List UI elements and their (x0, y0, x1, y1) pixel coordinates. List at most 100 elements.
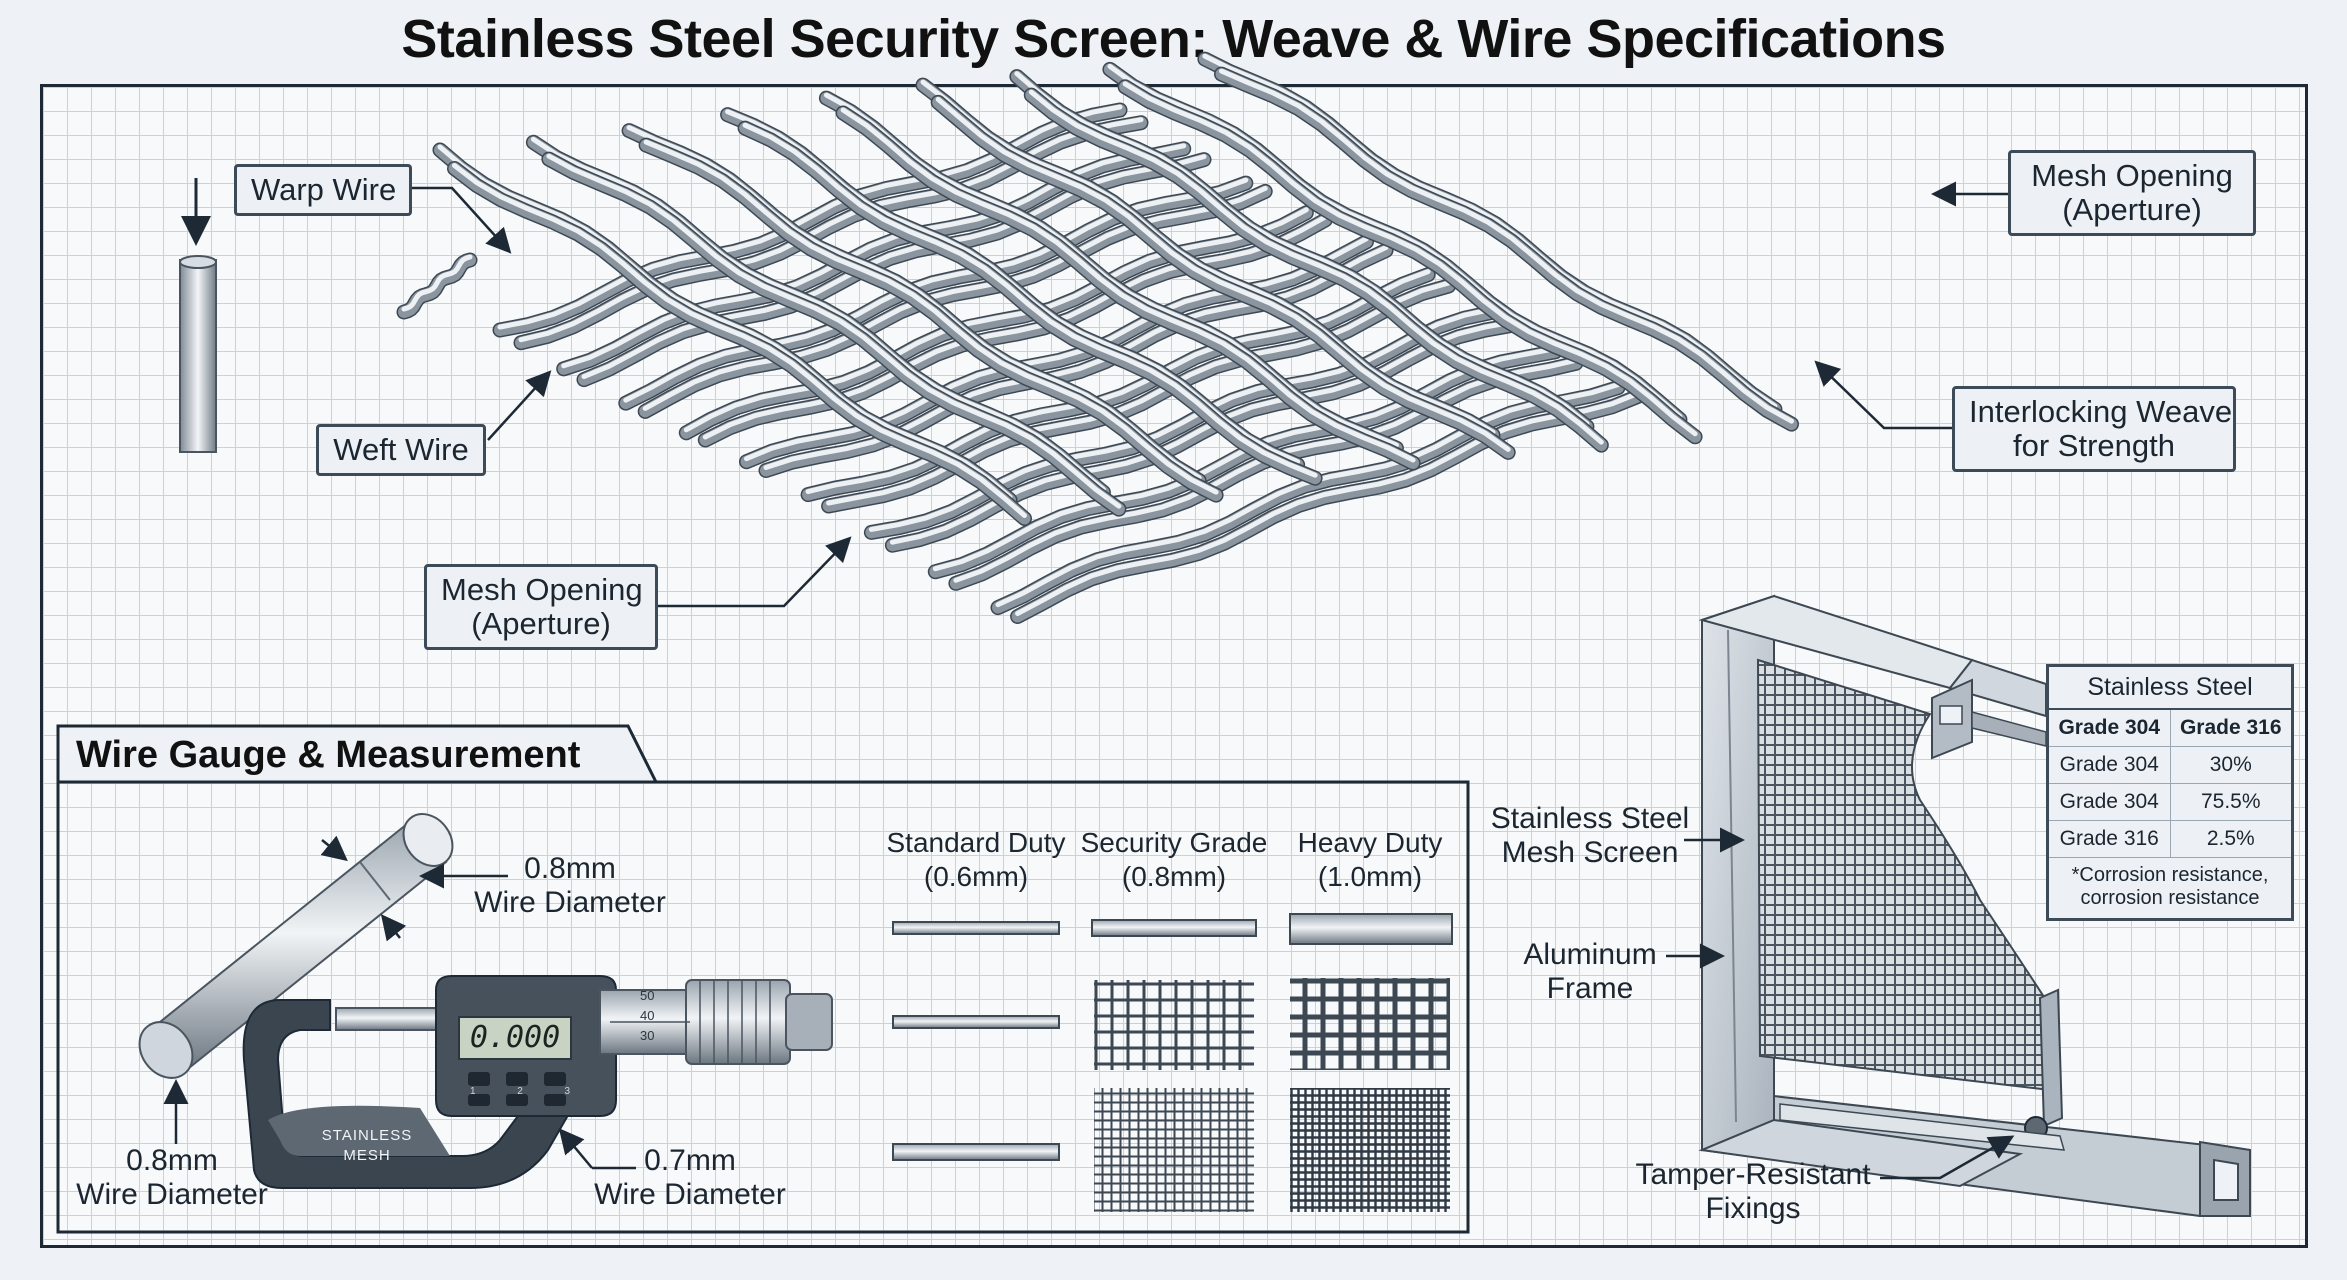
woven-mesh-illustration (396, 51, 1799, 624)
weft-wire (1122, 81, 1698, 437)
duty-column-standard: Standard Duty (0.6mm) (876, 826, 1076, 894)
micrometer-scale-40: 40 (640, 1008, 655, 1023)
interlocking-line2: for Strength (2013, 428, 2175, 463)
tip-diameter-label: 0.8mm Wire Diameter (72, 1144, 272, 1212)
warp-wire (515, 116, 1147, 349)
table-cell: 30% (2169, 747, 2292, 783)
rod-diameter-label: 0.8mm Wire Diameter (470, 852, 670, 920)
mesh-opening-top-line1: Mesh Opening (2031, 158, 2233, 193)
micrometer-scale-50: 50 (640, 988, 655, 1003)
warp-wire (886, 319, 1519, 552)
mesh-opening-left-line2: (Aperture) (471, 606, 611, 641)
mesh-opening-top-callout: Mesh Opening (Aperture) (2008, 150, 2256, 236)
tip-diameter-value: 0.8mm (126, 1144, 218, 1177)
warp-wire (826, 280, 1452, 506)
warp-wire (518, 117, 1144, 343)
weft-wire (530, 136, 1106, 492)
warp-wire (744, 236, 1369, 462)
gauge-section-frame (56, 724, 1470, 1234)
security-grade-samples (1091, 919, 1257, 1212)
warp-wire (868, 306, 1494, 532)
mesh-opening-left-callout: Mesh Opening (Aperture) (424, 564, 658, 650)
standard-duty-size: (0.6mm) (923, 861, 1029, 892)
warp-wire (889, 319, 1515, 545)
wire-rod-illustration (138, 813, 508, 1144)
aluminum-frame-line1: Aluminum (1523, 938, 1657, 971)
warp-wire (760, 244, 1392, 477)
micrometer-button-1: 1 (470, 1086, 476, 1097)
security-grade-name: Security Grade (1080, 827, 1268, 858)
warp-wire (639, 185, 1272, 418)
micrometer-diameter-value: 0.7mm (644, 1144, 736, 1177)
weft-wire (1119, 80, 1702, 443)
duty-samples (892, 913, 1453, 1212)
tip-diameter-caption: Wire Diameter (76, 1178, 268, 1211)
micrometer-button-labels: 1 2 3 (470, 1086, 570, 1097)
warp-wire (494, 104, 1126, 336)
micrometer-button-2: 2 (517, 1086, 523, 1097)
tamper-fixings-label: Tamper-Resistant Fixings (1628, 1158, 1878, 1226)
sample-rod-icon (179, 178, 217, 453)
warp-wire (680, 206, 1313, 439)
weft-wire-callout: Weft Wire (316, 424, 486, 476)
mesh-screen-label: Stainless Steel Mesh Screen (1484, 802, 1696, 870)
frayed-wire-end (401, 254, 473, 312)
interlocking-line1: Interlocking Weave (1969, 394, 2233, 429)
micrometer-display: 0.000 (458, 1016, 572, 1060)
table-row: Grade 304 75.5% (2049, 784, 2291, 821)
micrometer-illustration (242, 975, 833, 1189)
weft-wire (932, 96, 1515, 459)
warp-wire (805, 269, 1431, 495)
heavy-duty-size: (1.0mm) (1317, 861, 1423, 892)
warp-wire (1011, 390, 1644, 623)
weft-wire (452, 163, 1027, 518)
warp-wire (642, 185, 1268, 411)
warp-wire (699, 214, 1332, 446)
weave-leaders (412, 181, 2008, 608)
table-title: Stainless Steel (2049, 667, 2291, 710)
warp-wire (763, 245, 1389, 470)
heavy-duty-samples (1289, 913, 1453, 1212)
table-header-cell: Grade 304 (2058, 716, 2161, 739)
weft-wire (643, 139, 1219, 495)
warp-wire (683, 207, 1309, 433)
warp-wire (865, 306, 1498, 539)
warp-wire (822, 280, 1455, 512)
mesh-opening-left-line1: Mesh Opening (441, 572, 643, 607)
weft-wire (742, 122, 1318, 478)
micrometer-diameter-label: 0.7mm Wire Diameter (590, 1144, 790, 1212)
weft-wire (448, 162, 1031, 525)
warp-wire (623, 177, 1249, 403)
standard-duty-name: Standard Duty (886, 827, 1066, 858)
weft-wire (437, 144, 1013, 500)
interlocking-weave-callout: Interlocking Weave for Strength (1952, 386, 2236, 472)
warp-wire (995, 382, 1621, 608)
standard-duty-samples (892, 921, 1060, 1161)
tamper-fixings-line1: Tamper-Resistant (1635, 1158, 1871, 1191)
weft-wire (920, 79, 1496, 435)
table-note-line2: corrosion resistance (2080, 887, 2260, 909)
micrometer-button-3: 3 (564, 1086, 570, 1097)
warp-wire (497, 104, 1123, 330)
rod-diameter-value: 0.8mm (524, 852, 616, 885)
table-cell: Grade 304 (2059, 753, 2159, 776)
warp-wire (802, 268, 1435, 501)
mesh-screen-line1: Stainless Steel (1490, 802, 1690, 835)
security-grade-size: (0.8mm) (1121, 861, 1227, 892)
warp-wire (619, 177, 1252, 410)
table-cell: 2.5% (2169, 821, 2292, 857)
mesh-opening-top-line2: (Aperture) (2062, 192, 2202, 227)
table-row: Grade 316 2.5% (2049, 821, 2291, 858)
mesh-screen-line2: Mesh Screen (1501, 836, 1679, 869)
table-header-cell: Grade 316 (2169, 710, 2292, 746)
micrometer-diameter-caption: Wire Diameter (594, 1178, 786, 1211)
warp-wire (1015, 391, 1641, 616)
warp-wire (992, 381, 1624, 614)
warp-wire (929, 345, 1562, 578)
weft-wire (1014, 71, 1590, 427)
duty-column-heavy: Heavy Duty (1.0mm) (1270, 826, 1470, 894)
weft-wire (546, 153, 1122, 509)
warp-wire (740, 235, 1373, 468)
warp-wire (702, 214, 1328, 440)
